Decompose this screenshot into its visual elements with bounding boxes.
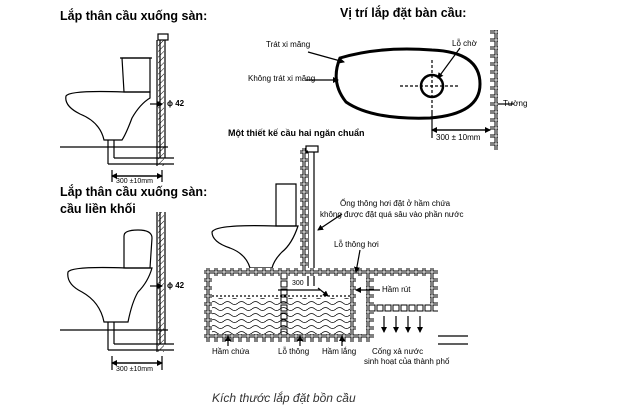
heading-floor-mount-toilet: Lắp thân cầu xuống sàn:	[60, 9, 208, 23]
heading-toilet-position: Vị trí lắp đặt bàn cầu:	[340, 6, 467, 20]
heading-septic-design: Một thiết kế cầu hai ngăn chuẩn	[228, 128, 365, 138]
figure-caption: Kích thước lắp đặt bồn cầu	[212, 391, 356, 405]
label-dim-bottom: 300 ±10mm	[116, 366, 153, 373]
two-piece-toilet-drawing	[60, 33, 174, 182]
toilet-position-plan	[306, 30, 514, 150]
label-vent-note-line2: không được đặt quá sâu vào phần nước	[320, 210, 464, 219]
septic-tank-drawing	[204, 145, 468, 346]
label-sewer-line1: Cống xả nước	[372, 347, 424, 356]
one-piece-toilet-drawing	[60, 212, 174, 370]
label-sewer-line2: sinh hoạt của thành phố	[364, 357, 450, 366]
label-plastered: Trát xi măng	[266, 40, 311, 49]
label-waiting-hole: Lỗ chờ	[452, 39, 477, 48]
label-phi-bottom: ϕ 42	[167, 281, 185, 290]
label-vent-note-line1: Ống thông hơi đặt ở hầm chứa	[340, 199, 451, 208]
label-dim-top: 300 ±10mm	[116, 178, 153, 185]
label-vent-hole: Lỗ thông hơi	[334, 240, 379, 249]
heading-floor-mount-onepiece-line1: Lắp thân cầu xuống sàn:	[60, 185, 208, 199]
label-phi-top: ϕ 42	[167, 99, 185, 108]
heading-floor-mount-onepiece-line2: cầu liền khối	[60, 202, 136, 216]
label-vent-hole-bottom: Lỗ thông	[278, 347, 310, 356]
label-pipe-dim: 300	[292, 280, 304, 287]
label-storage-chamber: Hầm chứa	[212, 347, 250, 356]
label-wall: Tường	[503, 99, 528, 108]
label-settling-chamber: Hầm lắng	[322, 347, 357, 356]
label-position-dim: 300 ± 10mm	[436, 133, 481, 142]
label-drain-chamber: Hầm rút	[382, 285, 411, 294]
label-not-plastered: Không trát xi măng	[248, 74, 316, 83]
